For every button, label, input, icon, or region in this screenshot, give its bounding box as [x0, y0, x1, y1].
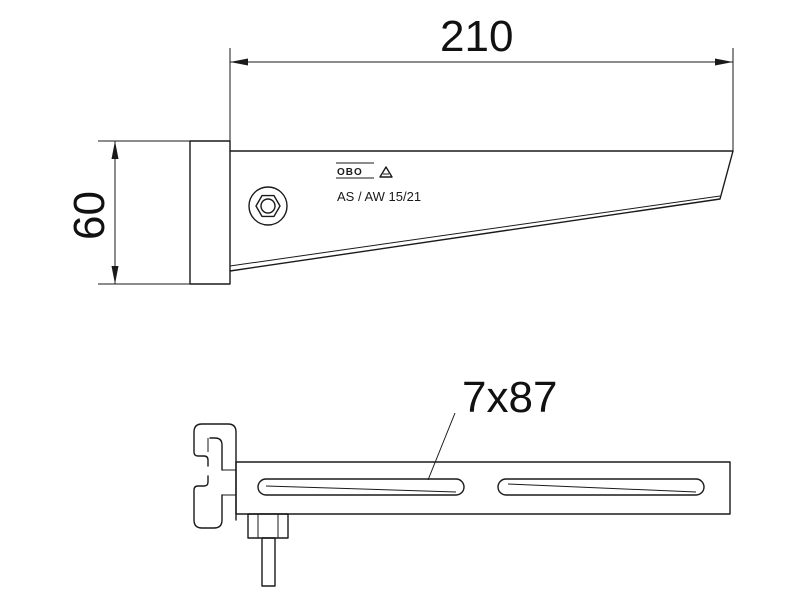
slot-2: [497, 478, 705, 496]
slot-1-hatch: [265, 485, 457, 493]
dimension-width: 210: [229, 12, 734, 151]
threaded-rod: [261, 537, 276, 587]
bolt-shaft: [260, 198, 276, 214]
dimension-height-label: 60: [65, 191, 114, 240]
bracket-side-view: [189, 140, 734, 285]
arm-strip: [235, 461, 731, 515]
bracket-arm-bottom-edge: [229, 195, 721, 267]
wall-plate: [189, 140, 231, 285]
slot-1: [257, 478, 465, 496]
slot-leader-line: [427, 412, 456, 481]
dimension-height: 60: [65, 140, 190, 285]
bottom-nut: [247, 513, 289, 539]
dimension-width-label: 210: [440, 12, 513, 61]
certification-mark-icon: [379, 166, 393, 178]
bolt-head-outer: [248, 186, 288, 226]
dimension-slot-label: 7x87: [462, 373, 557, 422]
bracket-arm-outline: [229, 150, 734, 272]
slot-2-hatch: [507, 483, 697, 493]
bracket-top-view: [193, 423, 731, 587]
bolt-nut: [255, 194, 281, 218]
product-code: AS / AW 15/21: [337, 189, 421, 204]
hook-clip: [193, 423, 237, 529]
dimension-slot: 7x87: [427, 373, 557, 481]
brand-logo-text: OBO: [337, 167, 363, 178]
brand-logo: OBO: [336, 162, 393, 179]
